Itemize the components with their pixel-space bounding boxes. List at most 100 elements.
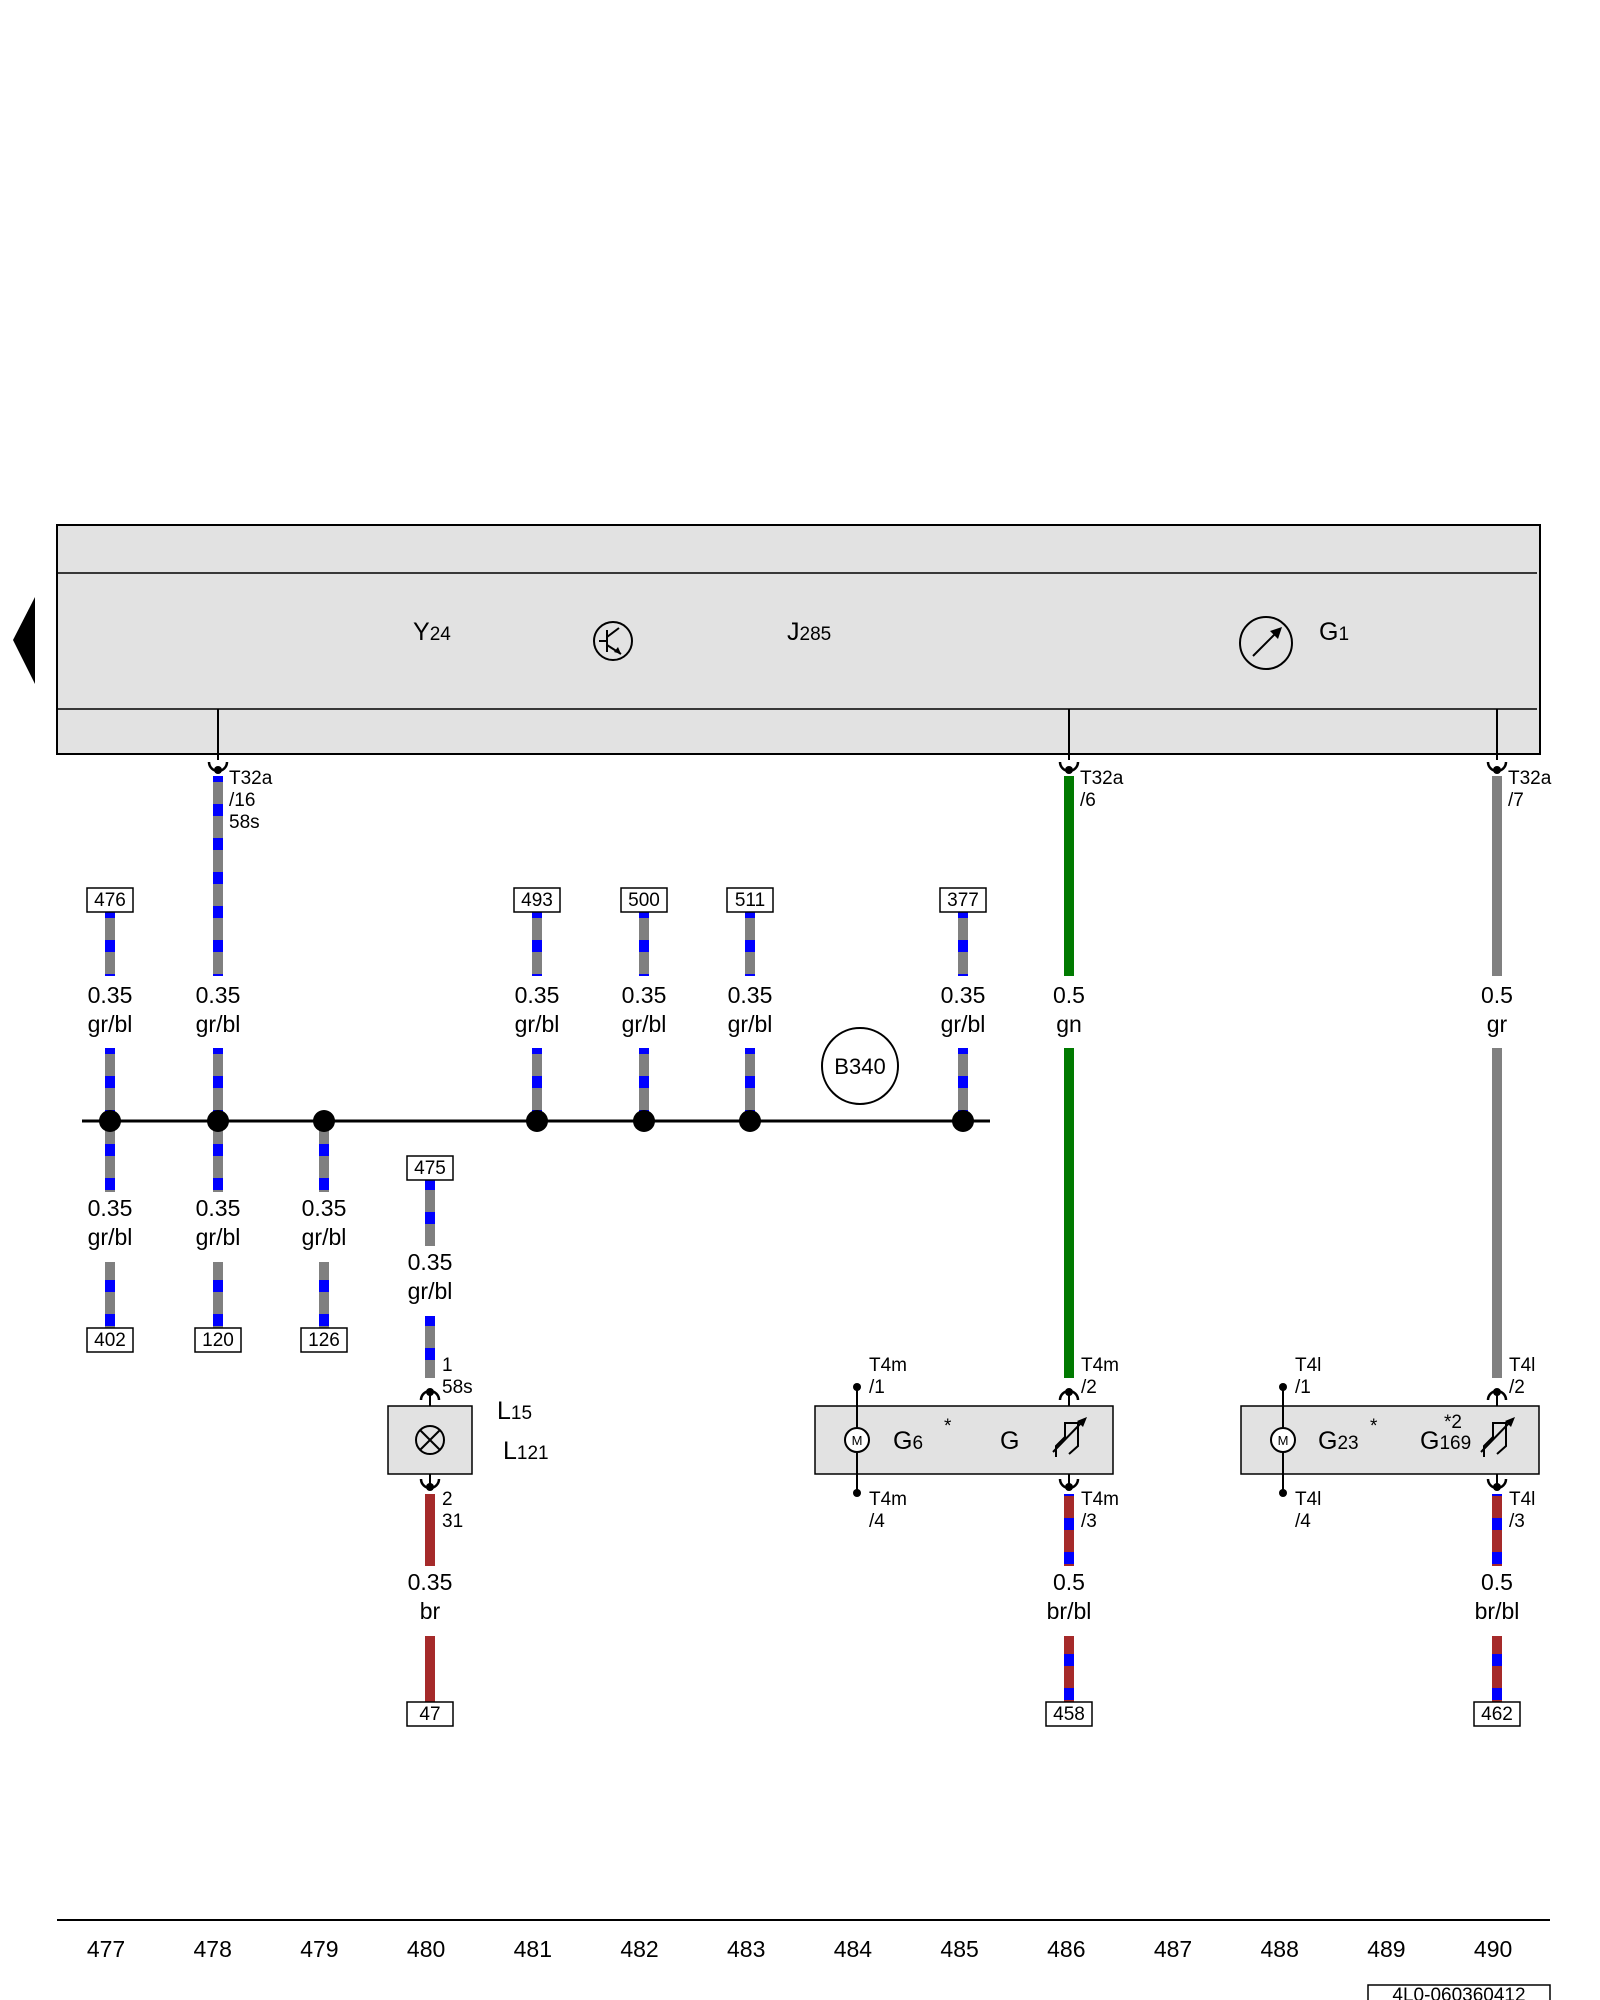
wire-t32a16-upper	[213, 776, 223, 976]
t4m-2-label: T4m/2	[1081, 1355, 1119, 1398]
label-g169: G169	[1420, 1427, 1471, 1455]
column-number: 479	[300, 1936, 338, 1962]
t4l-1-label: T4l/1	[1295, 1355, 1321, 1398]
ref-box-500[interactable]: 500	[620, 887, 668, 913]
splice-point	[633, 1110, 655, 1132]
wire-458-lower	[1064, 1636, 1074, 1702]
label-g1: G1	[1319, 618, 1349, 646]
variant-star: *	[1370, 1416, 1378, 1437]
ref-box-475[interactable]: 475	[406, 1155, 454, 1181]
splice-point	[99, 1110, 121, 1132]
column-number: 490	[1474, 1936, 1512, 1962]
t4m-4-label: T4m/4	[869, 1489, 907, 1532]
label-g6: G6	[893, 1427, 923, 1455]
t4l-2-label: T4l/2	[1509, 1355, 1535, 1398]
wire-120-lower	[213, 1262, 223, 1328]
wire-475-upper	[425, 1180, 435, 1246]
pin-dot	[853, 1489, 861, 1497]
ref-box-511[interactable]: 511	[726, 887, 774, 913]
label-g23: G23	[1318, 1427, 1359, 1455]
wire-gr-upper	[1492, 776, 1502, 976]
column-number: 477	[87, 1936, 125, 1962]
wire-402-upper	[105, 1122, 115, 1192]
t4m-3-label: T4m/3	[1081, 1489, 1119, 1532]
fuel-sender-icon	[1480, 1417, 1515, 1457]
splice-point	[313, 1110, 335, 1132]
wire-377-upper	[958, 912, 968, 976]
pin-dot	[1279, 1383, 1287, 1391]
column-number: 482	[620, 1936, 658, 1962]
svg-text:377: 377	[947, 890, 979, 911]
continuation-arrow-icon	[13, 597, 35, 684]
ref-box-476[interactable]: 476	[86, 887, 134, 913]
wire-120-upper	[213, 1122, 223, 1192]
connector-t32a-7-label: T32a/7	[1508, 768, 1552, 811]
splice-point	[952, 1110, 974, 1132]
wire-511-upper	[745, 912, 755, 976]
column-number: 483	[727, 1936, 765, 1962]
splice-point	[207, 1110, 229, 1132]
connector-pin-symbol	[1058, 761, 1080, 774]
wire-402-lower	[105, 1262, 115, 1328]
wire-gn-upper	[1064, 776, 1074, 976]
label-y24: Y24	[413, 618, 451, 646]
svg-text:M: M	[1278, 1433, 1289, 1448]
pin-dot	[853, 1383, 861, 1391]
connector-t32a-6-label: T32a/6	[1080, 768, 1124, 811]
column-number: 481	[514, 1936, 552, 1962]
wire-t32a16-lower	[213, 1048, 223, 1122]
b340-label: B340	[834, 1054, 885, 1079]
column-number: 488	[1261, 1936, 1299, 1962]
label-l121: L121	[503, 1437, 549, 1465]
wire-511-lower	[745, 1048, 755, 1122]
label-j285: J285	[787, 618, 831, 646]
pin-dot	[1279, 1489, 1287, 1497]
wire-br-lower	[425, 1636, 435, 1702]
ref-box-120[interactable]: 120	[194, 1327, 242, 1353]
wire-gr-lower	[1492, 1048, 1502, 1378]
wire-126-upper	[319, 1122, 329, 1192]
svg-text:475: 475	[414, 1158, 446, 1179]
ref-box-377[interactable]: 377	[939, 887, 987, 913]
wire-377-lower	[958, 1048, 968, 1122]
ref-box-493[interactable]: 493	[513, 887, 561, 913]
wire-458-upper	[1064, 1494, 1074, 1566]
svg-text:M: M	[852, 1433, 863, 1448]
label-g: G	[1000, 1427, 1019, 1455]
column-number: 486	[1047, 1936, 1085, 1962]
column-number: 484	[834, 1936, 873, 1962]
svg-text:493: 493	[521, 890, 553, 911]
wire-126-lower	[319, 1262, 329, 1328]
wire-500-upper	[639, 912, 649, 976]
motor-icon: M	[1270, 1427, 1296, 1453]
wire-493-upper	[532, 912, 542, 976]
wire-462-lower	[1492, 1636, 1502, 1702]
ref-box-462[interactable]: 462	[1473, 1701, 1521, 1727]
label-l15: L15	[497, 1397, 532, 1425]
wire-500-lower	[639, 1048, 649, 1122]
ref-box-126[interactable]: 126	[300, 1327, 348, 1353]
doc-id-box	[1367, 1984, 1551, 2000]
column-number: 480	[407, 1936, 445, 1962]
ref-box-402[interactable]: 402	[86, 1327, 134, 1353]
ref-box-458[interactable]: 458	[1045, 1701, 1093, 1727]
transistor-icon	[593, 621, 633, 661]
fuel-sender-icon	[1052, 1417, 1087, 1457]
ref-box-47[interactable]: 47	[406, 1701, 454, 1727]
svg-text:511: 511	[735, 890, 765, 911]
